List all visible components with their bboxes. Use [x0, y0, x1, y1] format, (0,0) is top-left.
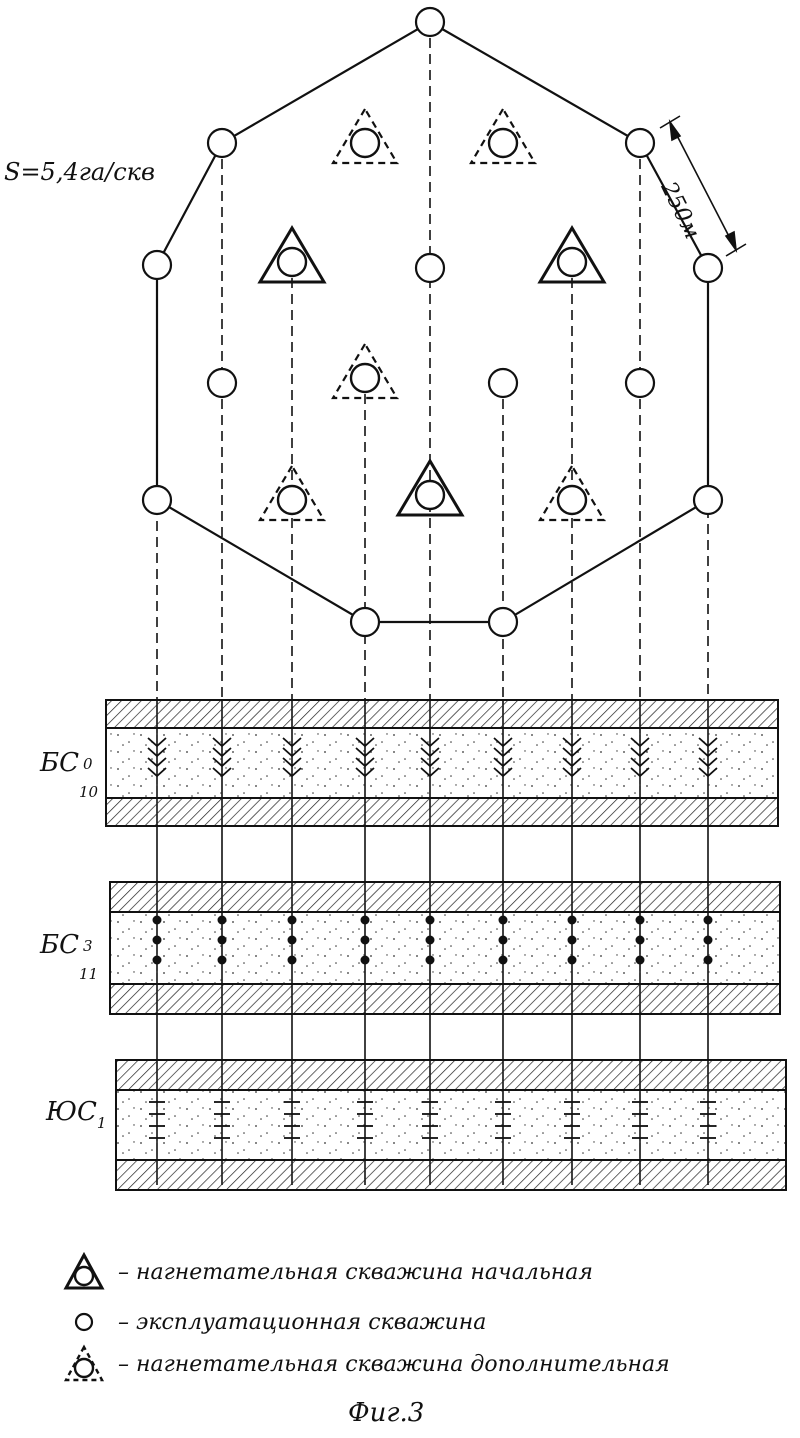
injection-well-additional	[333, 109, 397, 163]
dot-marker	[218, 936, 227, 945]
dot-marker	[568, 956, 577, 965]
density-annotation: S=5,4га/скв	[4, 158, 155, 186]
well-circle	[351, 129, 379, 157]
dot-marker	[361, 916, 370, 925]
production-well-icon	[60, 1302, 112, 1342]
formation-layer	[116, 1060, 786, 1190]
dot-marker	[426, 956, 435, 965]
dot-marker	[704, 916, 713, 925]
dot-marker	[288, 916, 297, 925]
production-well	[416, 8, 444, 36]
dot-marker	[218, 956, 227, 965]
dot-marker	[499, 916, 508, 925]
well-circle	[278, 486, 306, 514]
dot-marker	[636, 956, 645, 965]
dot-marker	[636, 916, 645, 925]
layer-base-hatched	[110, 984, 780, 1014]
layer-cap-hatched	[116, 1060, 786, 1090]
formation-layer	[106, 700, 778, 826]
dot-marker	[568, 916, 577, 925]
legend-text-initial-injection: – нагнетательная скважина начальная	[118, 1260, 593, 1285]
legend-text-additional-injection: – нагнетательная скважина дополнительная	[118, 1352, 670, 1377]
injection-well-initial	[398, 461, 462, 515]
production-well	[489, 608, 517, 636]
layer-sand	[106, 728, 778, 798]
well-field-boundary	[157, 22, 708, 622]
well-circle	[351, 364, 379, 392]
production-well	[416, 254, 444, 282]
dot-marker	[426, 936, 435, 945]
formation-layer	[110, 882, 780, 1014]
production-well	[351, 608, 379, 636]
figure-caption: Фиг.3	[348, 1398, 424, 1428]
layer-label-bc11: БС311	[40, 930, 101, 960]
layer-sand	[110, 912, 780, 984]
layer-cap-hatched	[110, 882, 780, 912]
well-circle	[558, 248, 586, 276]
dot-marker	[704, 956, 713, 965]
dot-marker	[218, 916, 227, 925]
production-well	[143, 251, 171, 279]
well-circle	[558, 486, 586, 514]
layer-label-yus1: ЮС1	[46, 1097, 106, 1127]
dot-marker	[361, 936, 370, 945]
production-well	[208, 369, 236, 397]
production-well	[489, 369, 517, 397]
injection-well-additional	[333, 344, 397, 398]
dot-marker	[153, 916, 162, 925]
production-well	[143, 486, 171, 514]
legend-row-production: – эксплуатационная скважина	[60, 1302, 486, 1342]
layer-sand	[116, 1090, 786, 1160]
production-well	[626, 369, 654, 397]
dot-marker	[288, 956, 297, 965]
dot-marker	[153, 956, 162, 965]
injection-well-initial-icon	[60, 1252, 112, 1292]
legend-row-initial-injection: – нагнетательная скважина начальная	[60, 1252, 593, 1292]
dot-marker	[704, 936, 713, 945]
injection-well-initial	[540, 228, 604, 282]
dot-marker	[426, 916, 435, 925]
well-circle	[489, 129, 517, 157]
dot-marker	[636, 936, 645, 945]
dot-marker	[568, 936, 577, 945]
dot-marker	[361, 956, 370, 965]
production-well	[694, 486, 722, 514]
dot-marker	[288, 936, 297, 945]
well-circle	[278, 248, 306, 276]
dot-marker	[499, 956, 508, 965]
injection-well-additional-icon	[60, 1344, 112, 1384]
layer-cap-hatched	[106, 700, 778, 728]
dot-marker	[499, 936, 508, 945]
formation-layers	[106, 700, 786, 1190]
injection-well-additional	[471, 109, 535, 163]
well-circle	[416, 481, 444, 509]
layer-label-bc10: БС010	[40, 748, 101, 778]
dot-marker	[153, 936, 162, 945]
layer-base-hatched	[106, 798, 778, 826]
production-well	[208, 129, 236, 157]
legend-text-production: – эксплуатационная скважина	[118, 1310, 486, 1335]
legend-row-additional-injection: – нагнетательная скважина дополнительная	[60, 1344, 670, 1384]
production-well	[626, 129, 654, 157]
layer-base-hatched	[116, 1160, 786, 1190]
injection-well-initial	[260, 228, 324, 282]
production-well	[694, 254, 722, 282]
